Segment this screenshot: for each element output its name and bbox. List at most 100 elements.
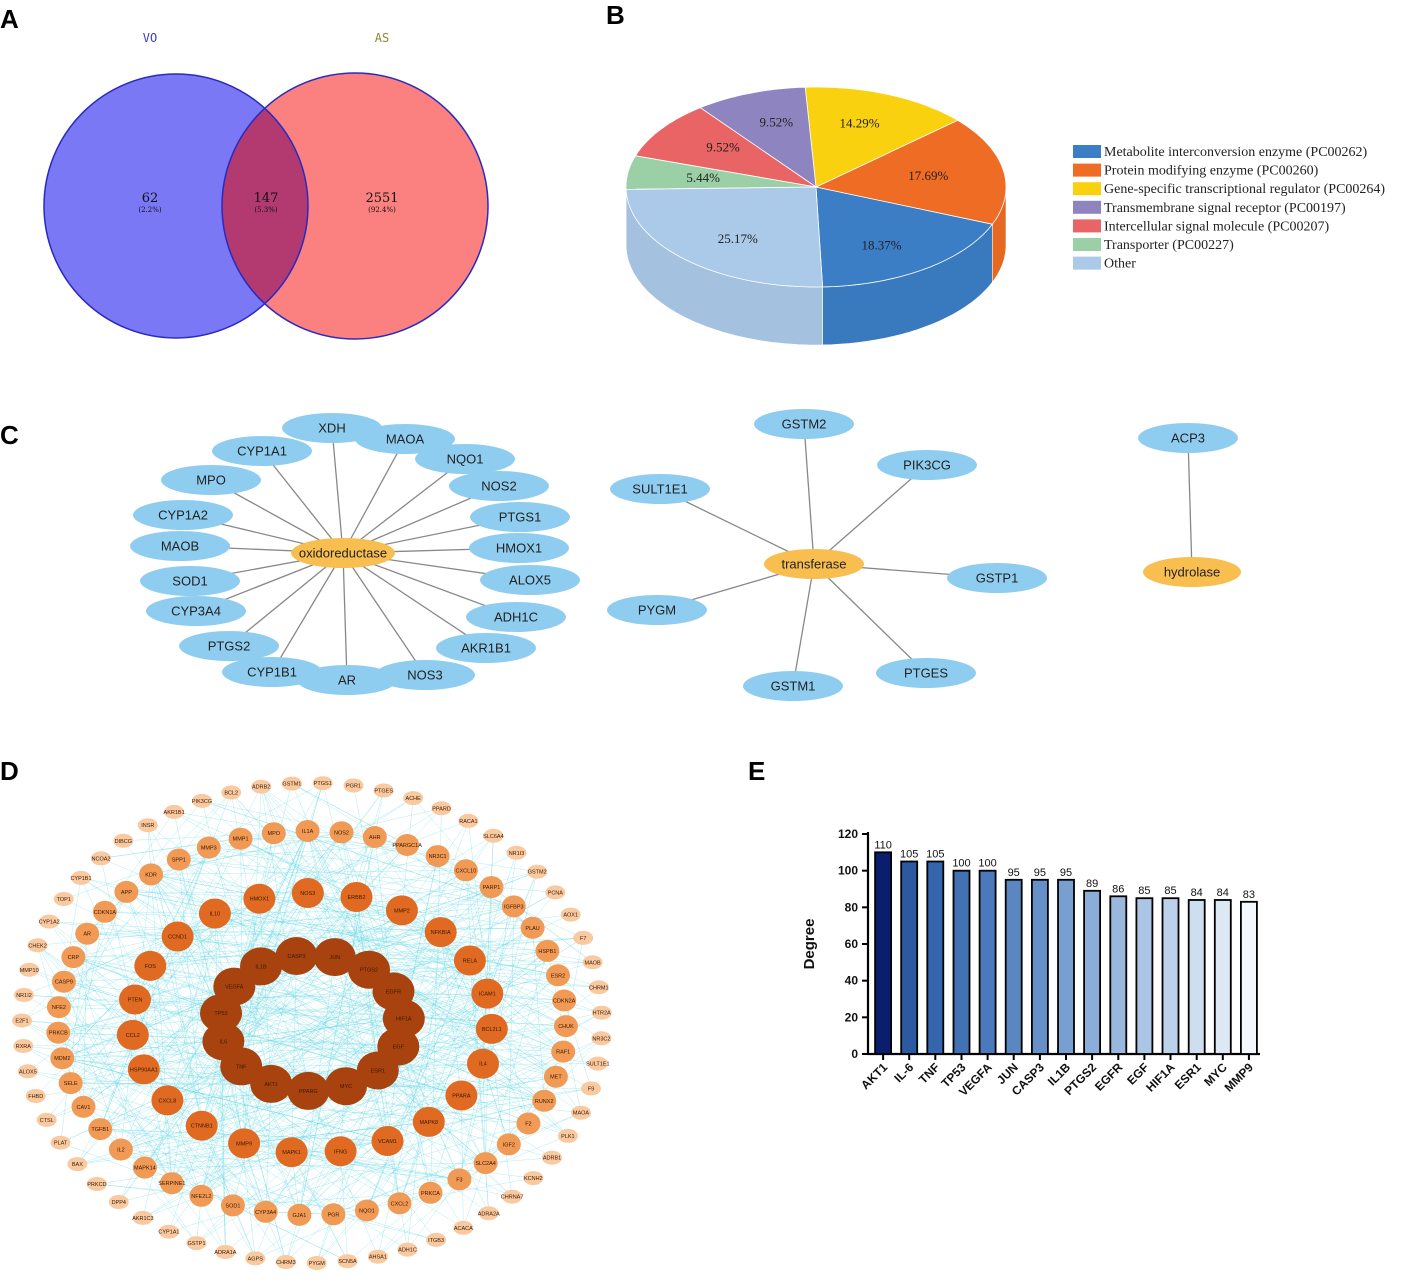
ppi-node: BCL2	[221, 785, 242, 800]
ppi-node: PRKCD	[86, 1177, 107, 1191]
ppi-node-shape	[453, 945, 486, 976]
ppi-edge	[333, 1051, 564, 1215]
ppi-edge	[299, 975, 559, 1215]
ppi-edge	[83, 830, 308, 1107]
ppi-node-label: PLK1	[561, 1134, 574, 1140]
network-edge	[261, 450, 344, 554]
ppi-node: CASP9	[51, 970, 76, 993]
ppi-node: CRP	[61, 946, 86, 969]
ppi-edge	[214, 913, 226, 1253]
ppi-node: PGR1	[343, 778, 364, 793]
ppi-node-label: TGFB1	[91, 1127, 109, 1133]
ppi-edge	[340, 896, 357, 1152]
ppi-node: MMP3	[196, 836, 221, 859]
ppi-node: CCND1	[161, 921, 194, 952]
ppi-node-label: ICAM1	[479, 992, 496, 998]
node-ellipse	[375, 660, 475, 690]
ppi-edge	[265, 1083, 272, 1212]
ppi-node-label: PRKCD	[87, 1182, 106, 1188]
ppi-node-shape	[356, 1051, 399, 1090]
ppi-edge	[241, 1046, 399, 1067]
ppi-edge	[234, 986, 341, 1152]
ppi-node-label: AR	[83, 932, 91, 938]
ppi-edge	[134, 993, 488, 1000]
ppi-node-shape	[554, 1015, 578, 1038]
node-label: ACP3	[1171, 431, 1205, 446]
node-label: PYGM	[638, 603, 676, 618]
ppi-node-shape	[382, 999, 425, 1038]
network-edge	[1187, 437, 1193, 573]
ppi-node-shape	[546, 964, 570, 987]
node-ellipse	[355, 424, 455, 454]
ppi-node-label: CHRNA7	[501, 1195, 524, 1201]
legend-swatch-4	[1073, 219, 1101, 233]
ppi-node-label: NCOA2	[92, 856, 111, 862]
x-category-label: MMP9	[1222, 1060, 1257, 1095]
ppi-node-shape	[228, 827, 253, 850]
ppi-node-label: SLC6A4	[483, 834, 504, 840]
y-tick-label: 0	[851, 1047, 858, 1061]
ppi-node-label: BCL2L1	[482, 1027, 502, 1033]
ppi-node: SPP1	[166, 848, 191, 871]
ppi-node: MPO	[261, 822, 286, 845]
ppi-node: APP	[114, 880, 139, 903]
ppi-node: E2F1	[12, 1013, 32, 1028]
ppi-node: ADRA2A	[478, 1206, 500, 1221]
node-label: CYP1A1	[237, 444, 287, 459]
legend-label-5: Transporter (PC00227)	[1104, 238, 1234, 253]
ppi-node-shape	[520, 916, 545, 939]
ppi-node-label: MAPK1	[282, 1150, 301, 1156]
ppi-node-shape	[151, 1085, 184, 1116]
ppi-node: NCOA2	[91, 851, 111, 866]
node-label: MPO	[196, 473, 226, 488]
ppi-node-label: PPARGC1A	[392, 843, 422, 849]
ppi-node-shape	[591, 1031, 612, 1046]
y-tick-label: 60	[845, 937, 859, 951]
ppi-node: MMP10	[19, 962, 40, 977]
ppi-node-label: IGFBP3	[504, 904, 524, 910]
gene-node: NOS3	[375, 660, 475, 690]
ppi-node-label: NFKBIA	[431, 930, 451, 936]
ppi-node-shape	[39, 914, 60, 929]
ppi-node-shape	[92, 900, 117, 923]
ppi-node: ADRB1	[542, 1150, 562, 1165]
ppi-node: F3	[447, 1168, 472, 1191]
ppi-node: HMOX1	[243, 883, 276, 914]
ppi-edge	[374, 836, 582, 1113]
ppi-node-label: GSTM2	[528, 870, 547, 876]
ppi-node: RUNX2	[532, 1089, 557, 1112]
pie-label-1: 17.69%	[908, 168, 948, 183]
bar-IL1B	[1057, 878, 1075, 1055]
ppi-edge	[100, 1034, 134, 1130]
ppi-node: SOD1	[220, 1194, 245, 1217]
ppi-node-shape	[362, 826, 387, 848]
ppi-node-shape	[17, 1064, 38, 1079]
legend-label-3: Transmembrane signal receptor (PC00197)	[1104, 201, 1346, 216]
ppi-node-label: IGF2	[503, 1142, 515, 1148]
ppi-node-shape	[275, 937, 318, 975]
ppi-edge	[21, 1020, 168, 1101]
panel-label-c: C	[0, 420, 19, 450]
ppi-edge	[83, 1106, 266, 1212]
y-tick-label: 40	[845, 974, 859, 988]
ppi-node-shape	[137, 818, 158, 833]
ppi-edge	[123, 840, 235, 987]
ppi-node: PLAU	[520, 916, 545, 939]
bar-value-label: 83	[1243, 889, 1255, 901]
ppi-node-label: CXCL10	[456, 868, 477, 874]
legend-label-0: Metabolite interconversion enzyme (PC002…	[1104, 145, 1368, 160]
ppi-node: CDKN1A	[92, 900, 117, 923]
node-ellipse	[607, 595, 707, 625]
ppi-node: AKR1C3	[132, 1210, 154, 1225]
bar-JUN	[1004, 878, 1023, 1055]
node-label: AR	[338, 673, 356, 688]
panel-b-pie: B 18.37%17.69%14.29%9.52%9.52%5.44%25.17…	[606, 0, 1385, 346]
node-ellipse	[179, 631, 279, 661]
ppi-node-label: ADH1C	[398, 1248, 417, 1254]
bar-value-label: 95	[1060, 867, 1072, 879]
ppi-node: ALOX5	[17, 1064, 38, 1079]
ppi-edge	[430, 1095, 462, 1193]
gene-node: MPO	[161, 465, 261, 495]
ppi-node-shape	[250, 1064, 293, 1103]
ppi-edge	[83, 933, 88, 1107]
